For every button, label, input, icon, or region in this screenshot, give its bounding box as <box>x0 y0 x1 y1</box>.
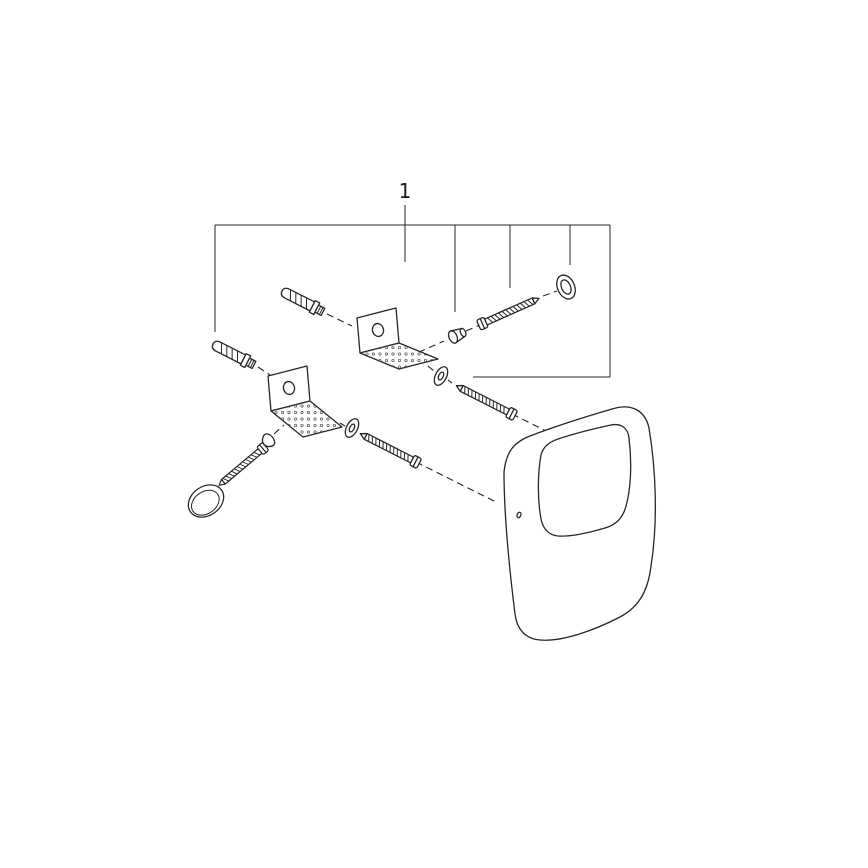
urinal-inlet-mark <box>516 511 522 519</box>
mounting-bracket-2 <box>267 365 343 438</box>
cap-nut <box>261 433 276 448</box>
seal-ring <box>556 274 576 300</box>
callout-bracket-lines <box>214 205 611 378</box>
spacer-sleeve <box>447 327 467 344</box>
long-screw-top <box>475 292 542 331</box>
urinal-rim-opening <box>537 423 632 537</box>
bracket-1-hole <box>371 322 385 338</box>
fixing-screw-1 <box>453 380 519 422</box>
mounting-bracket-1 <box>356 307 439 370</box>
callout-group: 1 <box>214 179 611 378</box>
callout-label: 1 <box>399 179 412 203</box>
wall-plug-1 <box>278 284 327 319</box>
fixing-screw-3 <box>215 441 270 490</box>
washer-1 <box>430 363 452 389</box>
wall-plug-2 <box>209 337 258 372</box>
urinal-body <box>503 406 657 641</box>
washer-2 <box>341 415 363 441</box>
cover-cap <box>187 484 225 518</box>
bracket-1-perforations <box>360 343 438 369</box>
fixing-screw-2 <box>357 428 423 470</box>
bracket-2-hole <box>282 380 296 396</box>
bracket-2-perforations <box>271 401 342 437</box>
